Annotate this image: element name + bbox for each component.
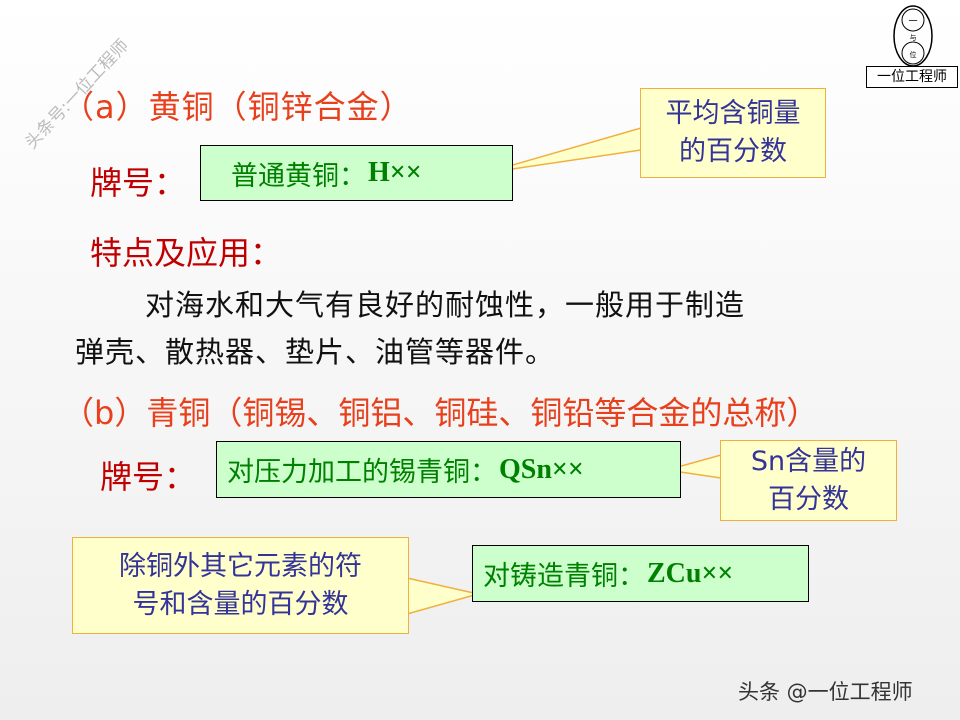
description-line: 弹壳、散热器、垫片、油管等器件。 bbox=[75, 335, 556, 369]
features-label: 特点及应用： bbox=[90, 234, 283, 272]
cast-bronze-grade-box: 对铸造青铜：ZCu×× bbox=[472, 545, 809, 602]
logo-glyph: 一 bbox=[908, 17, 917, 27]
cast-bronze-grade-text: 对铸造青铜： bbox=[483, 561, 645, 592]
brass-grade-code: H×× bbox=[368, 157, 422, 188]
logo: 一 与 位 一位工程师 bbox=[866, 4, 958, 88]
brass-callout: 平均含铜量 的百分数 bbox=[640, 88, 826, 178]
cast-bronze-grade-code: ZCu×× bbox=[647, 557, 734, 589]
tin-bronze-grade-box: 对压力加工的锡青铜：QSn×× bbox=[216, 441, 681, 498]
callout-line: 百分数 bbox=[768, 483, 849, 515]
logo-label: 一位工程师 bbox=[866, 66, 958, 88]
tin-bronze-grade-code: QSn×× bbox=[499, 453, 584, 485]
section-a-title: （a）黄铜（铜锌合金） bbox=[62, 88, 413, 126]
section-b-grade-label: 牌号： bbox=[100, 458, 197, 496]
callout-line: 除铜外其它元素的符 bbox=[119, 550, 362, 582]
sn-callout: Sn含量的 百分数 bbox=[720, 440, 897, 521]
brass-grade-box: 普通黄铜：H×× bbox=[200, 145, 513, 201]
elements-callout: 除铜外其它元素的符 号和含量的百分数 bbox=[72, 537, 409, 634]
brass-grade-text: 普通黄铜： bbox=[231, 160, 366, 192]
tin-bronze-grade-text: 对压力加工的锡青铜： bbox=[227, 457, 497, 488]
callout-line: Sn含量的 bbox=[750, 445, 867, 477]
callout-line: 平均含铜量 bbox=[665, 98, 801, 129]
section-a-grade-label: 牌号： bbox=[90, 164, 187, 202]
description-line: 对海水和大气有良好的耐蚀性，一般用于制造 bbox=[145, 288, 746, 322]
logo-glyph: 与 bbox=[910, 34, 917, 42]
logo-glyph: 位 bbox=[910, 50, 917, 59]
footer-credit: 头条 @一位工程师 bbox=[738, 680, 913, 704]
callout-line: 号和含量的百分数 bbox=[132, 588, 349, 620]
section-b-title: （b）青铜（铜锡、铜铝、铜硅、铜铅等合金的总称） bbox=[62, 394, 819, 432]
callout-line: 的百分数 bbox=[679, 136, 787, 167]
